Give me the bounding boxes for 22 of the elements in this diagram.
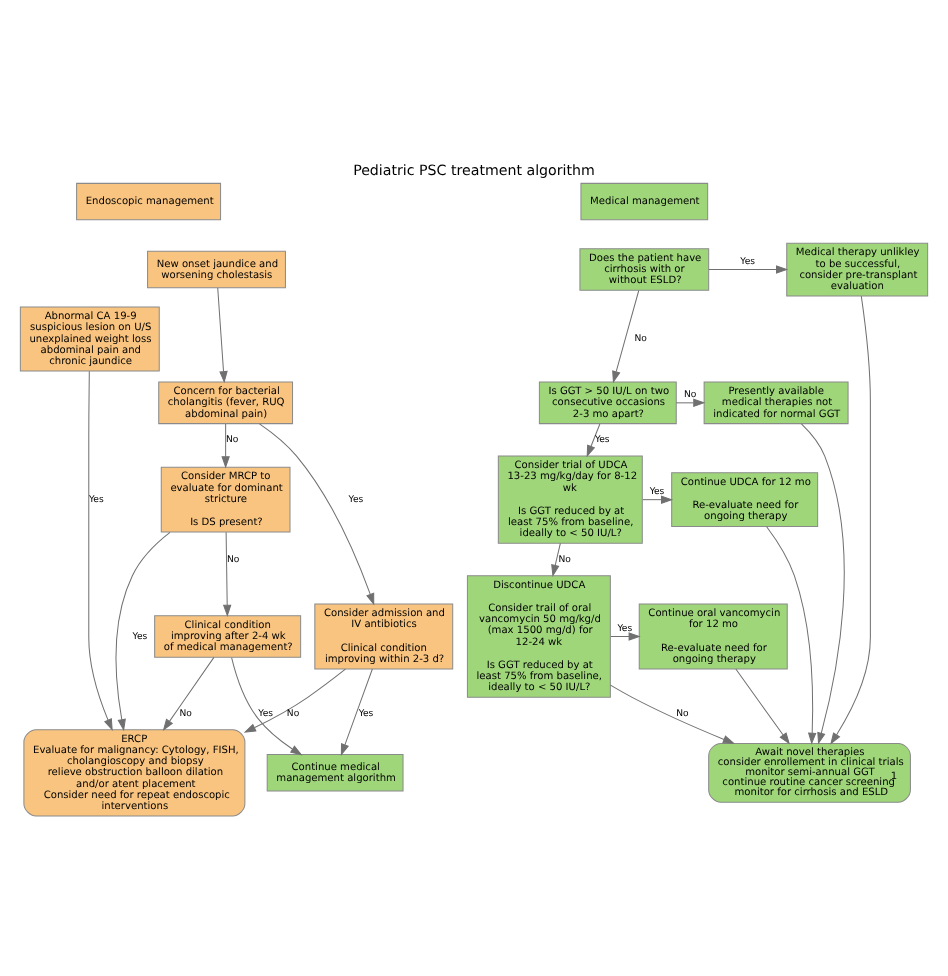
arrow xyxy=(612,290,640,384)
arrow xyxy=(610,632,641,641)
arrow xyxy=(243,668,346,733)
arrow xyxy=(231,657,303,756)
arrow xyxy=(800,423,845,745)
arrow xyxy=(675,398,706,408)
arrow xyxy=(221,423,230,469)
arrow xyxy=(258,423,375,606)
arrow xyxy=(551,542,561,577)
arrow xyxy=(222,531,232,617)
arrow xyxy=(217,287,228,384)
arrow xyxy=(735,668,790,745)
arrow xyxy=(88,370,113,731)
arrow xyxy=(162,656,215,731)
arrow xyxy=(115,531,171,732)
arrow xyxy=(830,295,871,745)
arrow xyxy=(766,526,817,745)
arrow xyxy=(340,668,373,756)
arrow xyxy=(586,423,601,458)
arrow xyxy=(609,684,735,744)
arrow xyxy=(708,265,789,274)
arrow xyxy=(642,495,674,504)
